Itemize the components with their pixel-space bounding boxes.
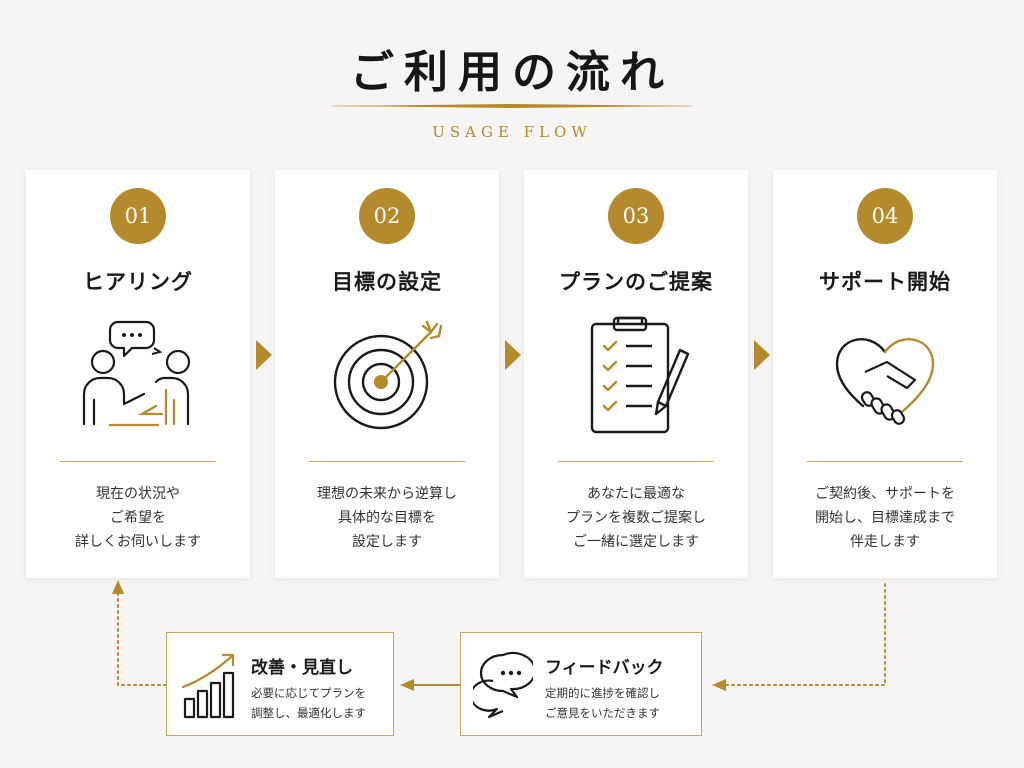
improvement-box: 改善・見直し 必要に応じてプランを 調整し、最適化します — [166, 632, 394, 736]
box-title: フィードバック — [545, 658, 664, 678]
step-card-3: 03 プランのご提案 あなたに最適な プランを複数ご提案し ご一緒に選定します — [524, 170, 748, 578]
growth-chart-icon — [181, 653, 235, 719]
step-arrow-icon — [505, 340, 521, 370]
clipboard-icon — [590, 316, 690, 434]
step-description: あなたに最適な プランを複数ご提案し ご一緒に選定します — [566, 486, 706, 550]
chat-bubbles-icon — [473, 652, 533, 719]
step-title: プランのご提案 — [559, 269, 713, 294]
step-title: ヒアリング — [83, 269, 193, 294]
target-icon — [333, 320, 443, 430]
step-description: 理想の未来から逆算し 具体的な目標を 設定します — [317, 486, 457, 550]
card-divider — [60, 461, 216, 462]
step-number-badge: 04 — [857, 188, 913, 244]
step-card-1: 01 ヒアリング 現在の状況や ご希望を 詳しくお伺いします — [26, 170, 250, 578]
step-arrow-icon — [256, 340, 272, 370]
handshake-heart-icon — [835, 338, 935, 425]
consultation-icon — [82, 320, 191, 427]
box-title: 改善・見直し — [251, 658, 353, 678]
card-divider — [309, 461, 465, 462]
card-divider — [807, 461, 963, 462]
step-description: 現在の状況や ご希望を 詳しくお伺いします — [75, 486, 201, 550]
step-title: 目標の設定 — [332, 269, 442, 294]
step-description: ご契約後、サポートを 開始し、目標達成まで 伴走します — [815, 486, 955, 550]
card-divider — [558, 461, 714, 462]
box-description: 必要に応じてプランを 調整し、最適化します — [251, 686, 366, 720]
step-arrow-icon — [754, 340, 770, 370]
page-subtitle: USAGE FLOW — [432, 123, 592, 141]
step-card-2: 02 目標の設定 理想の未来から逆算し 具体的な目標を 設定します — [275, 170, 499, 578]
title-divider — [332, 104, 692, 108]
step-number-badge: 01 — [110, 188, 166, 244]
page-title: ご利用の流れ — [350, 47, 674, 98]
step-number-badge: 02 — [359, 188, 415, 244]
step-card-4: 04 サポート開始 ご契約後、サポートを 開始し、目標達成まで 伴走します — [773, 170, 997, 578]
box-description: 定期的に進捗を確認し ご意見をいただきます — [545, 686, 660, 720]
step-number-badge: 03 — [608, 188, 664, 244]
feedback-box: フィードバック 定期的に進捗を確認し ご意見をいただきます — [460, 632, 702, 736]
step-title: サポート開始 — [819, 269, 951, 294]
